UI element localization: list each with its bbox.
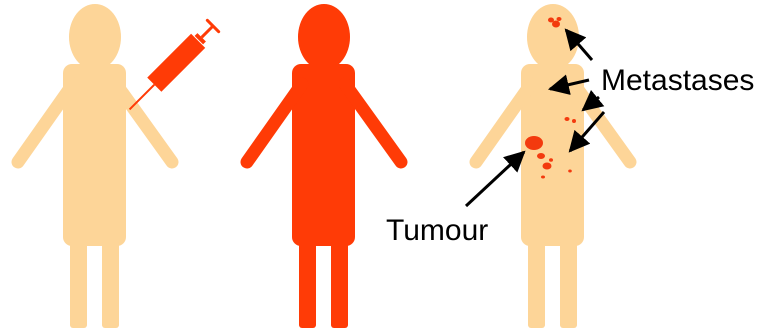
- right-leg: [331, 240, 348, 328]
- chest-metastasis: [572, 119, 576, 123]
- tumour-spot: [549, 158, 553, 162]
- left-leg: [299, 240, 316, 328]
- tumour-spot: [537, 153, 545, 159]
- figure-affected: [247, 4, 401, 328]
- right-leg: [560, 240, 577, 328]
- tumour-label: Tumour: [386, 214, 488, 247]
- head-metastasis: [557, 17, 562, 21]
- chest-metastasis: [565, 117, 570, 121]
- syringe-icon: [122, 19, 220, 117]
- primary-tumour: [525, 136, 543, 150]
- tumour-spot: [543, 163, 552, 170]
- head-metastasis: [548, 18, 554, 23]
- left-leg: [70, 240, 87, 328]
- figure-injected: [18, 4, 172, 328]
- right-leg: [102, 240, 119, 328]
- left-leg: [528, 240, 545, 328]
- side-metastasis: [568, 170, 572, 173]
- head: [69, 4, 121, 70]
- figure-tumour: [476, 4, 630, 328]
- head: [298, 4, 350, 70]
- metastases-label: Metastases: [601, 64, 754, 97]
- tumour-spot: [541, 176, 545, 179]
